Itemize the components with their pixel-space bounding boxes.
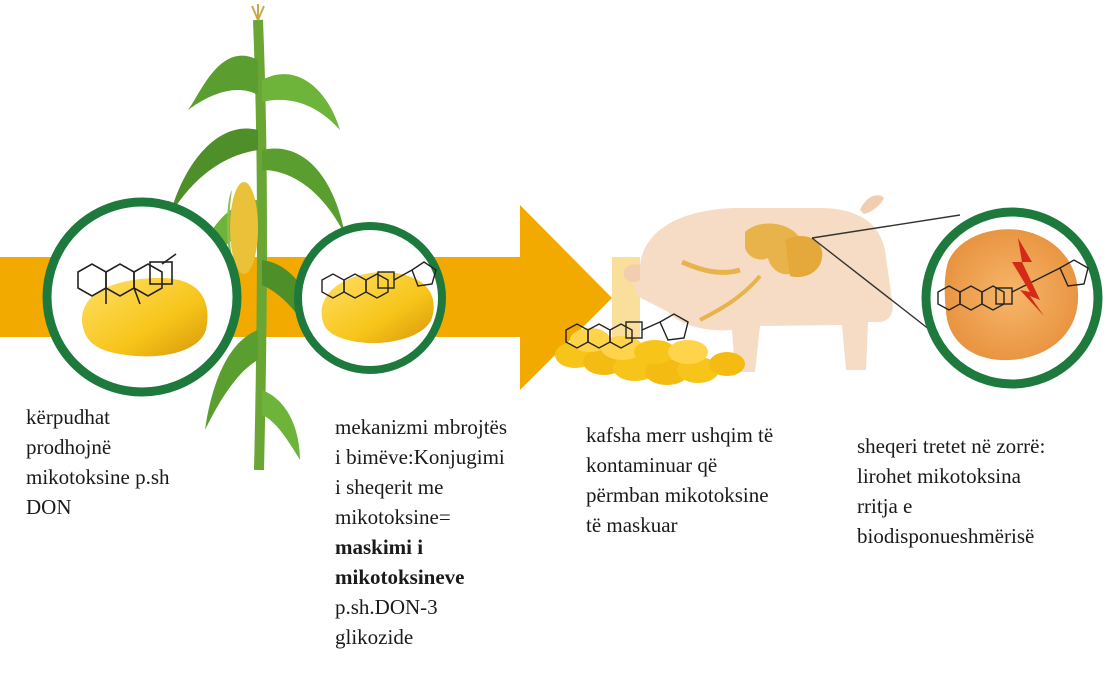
step4-line: sheqeri tretet në zorrë:	[857, 431, 1097, 461]
step1-circle	[47, 202, 237, 392]
step3-line: të maskuar	[586, 510, 846, 540]
step2-circle	[298, 226, 442, 370]
step2-line: p.sh.DON-3	[335, 592, 565, 622]
step2-line-bold: maskimi i	[335, 532, 565, 562]
step3-line: përmban mikotoksine	[586, 480, 846, 510]
step4-line: rritja e	[857, 491, 1097, 521]
step1-line: kërpudhat	[26, 402, 246, 432]
step2-line: i sheqerit me	[335, 472, 565, 502]
step1-line: prodhojnë	[26, 432, 246, 462]
step2-line: mikotoksine=	[335, 502, 565, 532]
step2-line: mekanizmi mbrojtës	[335, 412, 565, 442]
step1-line: mikotoksine p.sh	[26, 462, 246, 492]
step4-circle	[926, 212, 1098, 384]
step4-line: biodisponueshmërisë	[857, 521, 1097, 551]
step3-caption: kafsha merr ushqim të kontaminuar që për…	[586, 420, 846, 540]
step1-caption: kërpudhat prodhojnë mikotoksine p.sh DON	[26, 402, 246, 522]
step1-line: DON	[26, 492, 246, 522]
step3-line: kafsha merr ushqim të	[586, 420, 846, 450]
step2-line-bold: mikotoksineve	[335, 562, 565, 592]
step4-caption: sheqeri tretet në zorrë: lirohet mikotok…	[857, 431, 1097, 551]
step4-line: lirohet mikotoksina	[857, 461, 1097, 491]
step2-line: glikozide	[335, 622, 565, 652]
step2-line: i bimëve:Konjugimi	[335, 442, 565, 472]
step3-line: kontaminuar që	[586, 450, 846, 480]
step2-caption: mekanizmi mbrojtës i bimëve:Konjugimi i …	[335, 412, 565, 652]
